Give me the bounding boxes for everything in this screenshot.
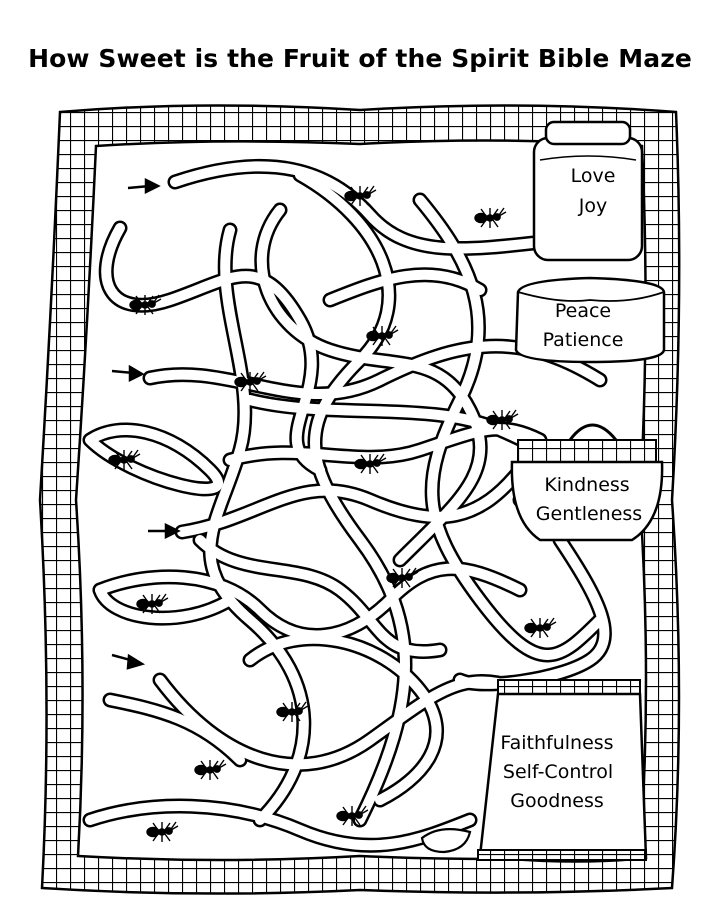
ant-icon [276,701,309,722]
start-arrows [111,177,181,670]
ant-icon [129,294,162,315]
ant-icon [524,617,557,638]
jar-label-2: Joy [578,195,607,217]
jar-label-1: Love [571,165,616,187]
honey-jar-icon: Love Joy [532,120,644,262]
start-arrow-icon [127,177,161,195]
cake-label-1: Peace [555,300,611,322]
picnic-basket-icon: Kindness Gentleness [510,423,664,542]
bag-label-3: Goodness [510,790,604,812]
ant-icon [146,821,179,842]
start-arrow-icon [148,522,181,540]
ant-icon [234,371,267,392]
candy-icon [420,827,472,854]
page-title: How Sweet is the Fruit of the Spirit Bib… [28,44,692,73]
bag-label-2: Self-Control [503,761,613,783]
ant-icon [354,453,387,474]
bag-label-1: Faithfulness [500,732,613,754]
ant-icon [386,567,419,588]
ants [108,185,557,842]
cake-icon: Peace Patience [514,276,666,364]
maze-path-interiors [85,161,610,851]
ant-icon [366,325,399,346]
ant-icon [194,759,227,780]
ant-icon [344,185,377,206]
ant-icon [108,449,141,470]
start-arrow-icon [111,653,146,670]
ant-icon [336,805,369,826]
ant-icon [474,207,507,228]
basket-label-1: Kindness [544,474,629,496]
ant-icon [136,593,169,614]
start-arrow-icon [111,364,145,383]
cake-label-2: Patience [543,329,624,351]
ant-icon [486,409,519,430]
snack-bag-icon: Faithfulness Self-Control Goodness [477,679,648,863]
basket-label-2: Gentleness [536,503,642,525]
